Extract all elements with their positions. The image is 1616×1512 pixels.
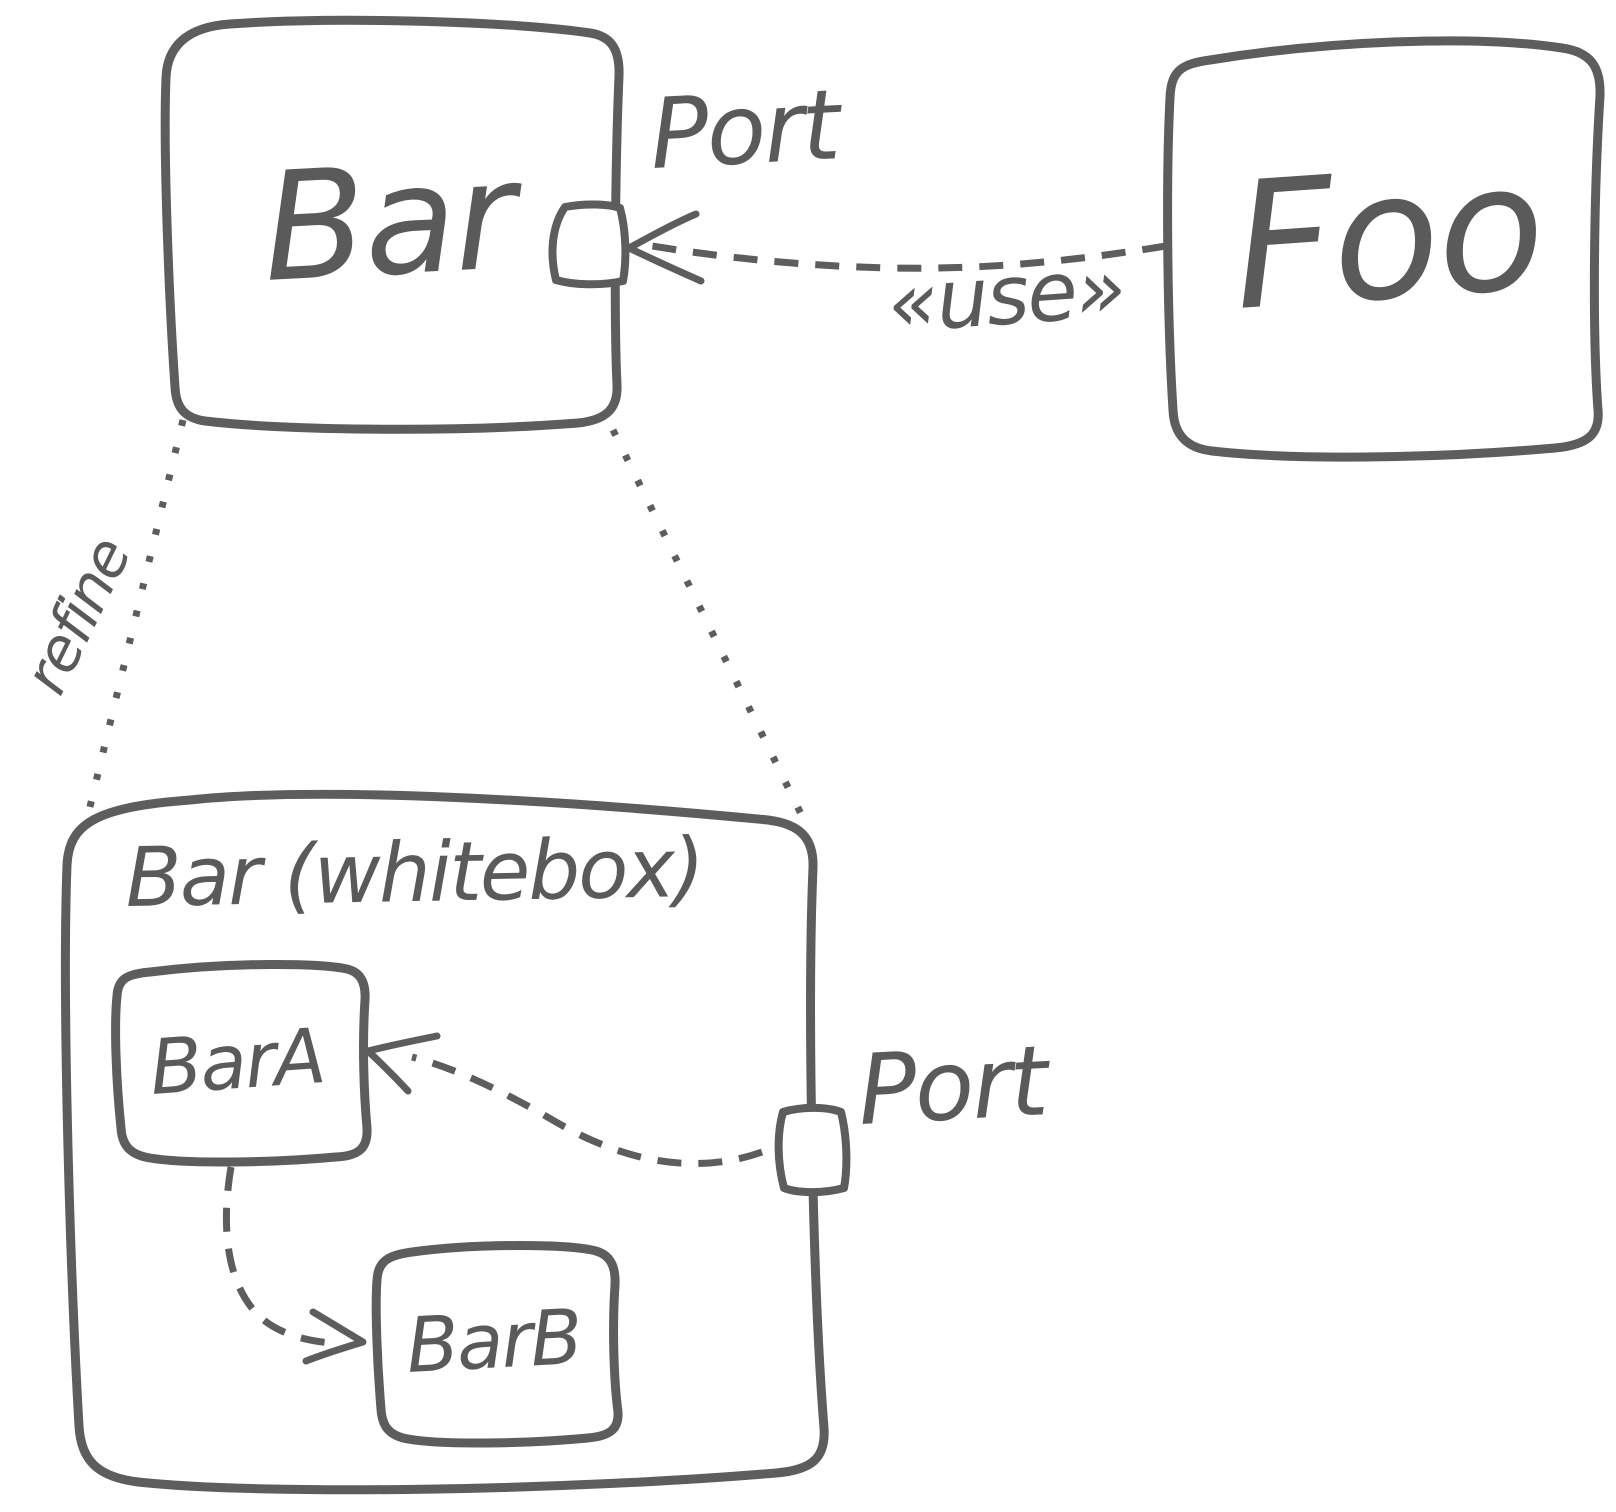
refine-label: refine — [11, 528, 145, 705]
port-to-bara-arrowhead — [364, 1032, 441, 1095]
whitebox-title: Bar (whitebox) — [125, 821, 704, 926]
bara-label: BarA — [147, 1011, 327, 1112]
bara-to-barb-arrow-line — [222, 1166, 333, 1347]
bar-port-square — [548, 200, 630, 289]
use-stereotype-label: «use» — [885, 241, 1127, 352]
whitebox-port-square — [774, 1103, 851, 1197]
foo-label: Foo — [1227, 126, 1549, 350]
foo-box — [1163, 36, 1605, 462]
bar-box — [160, 15, 624, 434]
bara-box — [111, 959, 372, 1167]
barb-label: BarB — [404, 1292, 583, 1390]
whitebox-port-label: Port — [855, 1024, 1054, 1147]
refine-line-right — [609, 428, 807, 820]
bar-port-label: Port — [647, 68, 846, 191]
bara-to-barb-arrowhead — [302, 1308, 367, 1365]
refine-line-left — [84, 419, 187, 816]
port-to-bara-arrow-line — [411, 1053, 764, 1168]
barb-box — [371, 1241, 623, 1448]
bar-label: Bar — [259, 129, 529, 316]
